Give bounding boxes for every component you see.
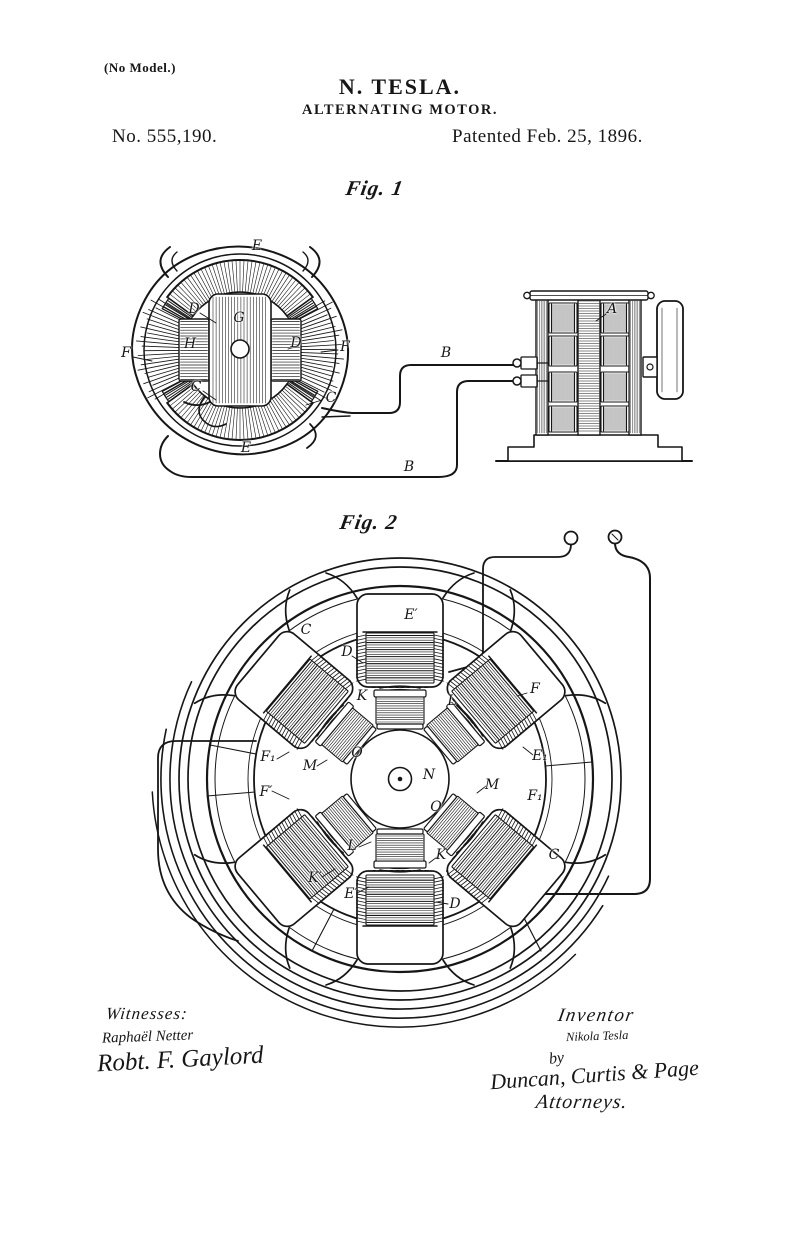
fig2-part-label-E: E₁ [532, 748, 548, 765]
fig2-part-label-K: K [356, 688, 368, 705]
witnesses-label: Witnesses: [105, 1004, 189, 1023]
fig1-part-label-D: D [290, 335, 302, 352]
invention-title-heading: ALTERNATING MOTOR. [302, 102, 498, 118]
fig1-part-label-A: A [606, 301, 618, 318]
fig2-part-label-F: F′ [259, 784, 273, 801]
fig2-part-label-E: E′ [344, 886, 358, 903]
patent-number: No. 555,190. [112, 126, 218, 147]
fig2-part-label-C: C [300, 622, 312, 639]
patent-date: Patented Feb. 25, 1896. [452, 126, 643, 147]
fig1-part-label-F: F [340, 339, 350, 356]
fig2-part-label-L: L [347, 838, 357, 855]
no-model-note: (No Model.) [104, 60, 176, 75]
fig2-part-label-D: D [449, 896, 461, 913]
fig2-part-label-E: E′ [404, 607, 418, 624]
fig2-part-label-M: M [302, 758, 318, 775]
inventor-label: Inventor [556, 1005, 637, 1026]
witness-signature-1: Raphaël Netter [101, 1027, 194, 1047]
fig2-part-label-F: F₁ [260, 749, 276, 766]
fig1-part-label-G: G [233, 310, 245, 327]
fig1-part-label-F: F [121, 345, 131, 362]
fig2-part-label-K: K [435, 847, 447, 864]
inventor-name-heading: N. TESLA. [338, 74, 462, 99]
fig2-part-label-F: F [530, 681, 540, 698]
fig1-part-label-B: B [403, 459, 415, 476]
fig1-part-label-E: E [240, 440, 252, 457]
fig1-part-label-H: H [183, 336, 197, 353]
fig1-part-label-B: B [440, 345, 452, 362]
fig2-part-label-M: M [484, 777, 500, 794]
fig1-part-label-E: E [251, 238, 263, 255]
fig2-part-label-L: L [447, 693, 457, 710]
fig2-part-label-C: C [548, 847, 560, 864]
attorneys-label: Attorneys. [534, 1091, 630, 1113]
fig2-part-label-K: K′ [308, 870, 322, 887]
figure2-caption: Fig. 2 [337, 510, 400, 534]
fig2-part-label-O: O [430, 799, 442, 816]
fig1-part-label-C: C [325, 390, 337, 407]
fig2-part-label-N: N [422, 767, 436, 784]
figure1-caption: Fig. 1 [343, 176, 406, 200]
inventor-signature: Nikola Tesla [565, 1027, 629, 1045]
fig2-part-label-D: D [341, 644, 353, 661]
fig2-part-label-F: F₁ [527, 788, 543, 805]
fig1-part-label-C: C [190, 379, 202, 396]
fig2-part-label-O: O [351, 745, 363, 762]
fig1-part-label-D: D [188, 301, 200, 318]
